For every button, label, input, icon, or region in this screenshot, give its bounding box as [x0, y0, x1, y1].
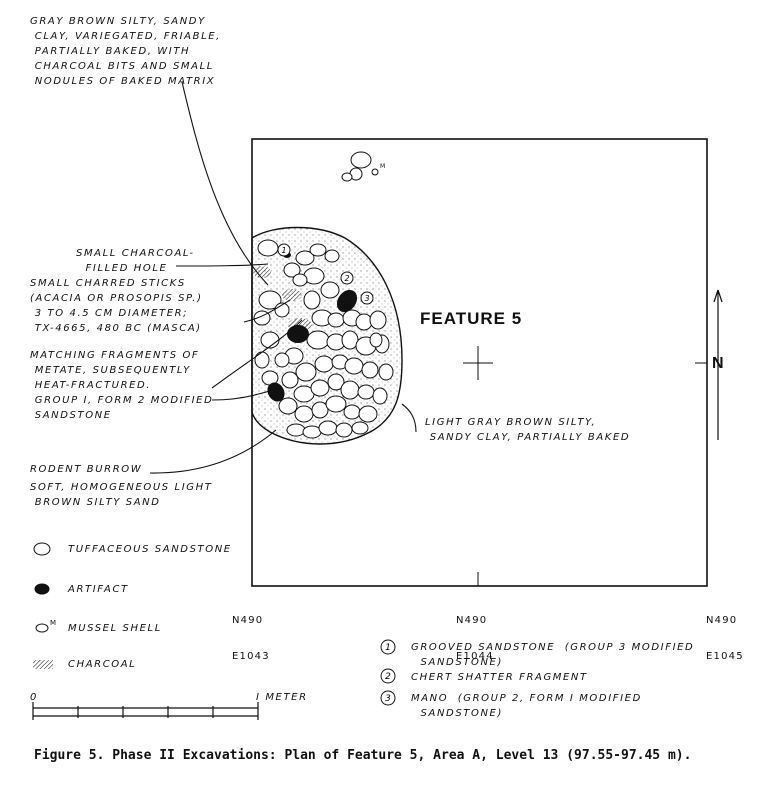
- scale-bar: [32, 702, 259, 720]
- feature-numbered-markers: 1 2 3: [277, 243, 374, 305]
- sandstone-rock: [318, 420, 338, 436]
- north-arrow: [713, 289, 723, 440]
- sandstone-rock: [327, 373, 345, 391]
- figure-caption: Figure 5. Phase II Excavations: Plan of …: [34, 748, 692, 763]
- svg-text:M: M: [380, 163, 385, 170]
- sandstone-rock: [358, 405, 378, 423]
- numbered-item-3: MANO (GROUP 2, FORM I MODIFIED SANDSTONE…: [411, 693, 642, 719]
- sandstone-rock: [274, 352, 290, 368]
- svg-text:M: M: [50, 619, 56, 627]
- svg-text:2: 2: [344, 274, 349, 283]
- annotation-fill-upper: GRAY BROWN SILTY, SANDY CLAY, VARIEGATED…: [30, 16, 221, 87]
- scale-end-label: I METER: [256, 692, 308, 703]
- sandstone-rock: [361, 361, 379, 379]
- sandstone-rock: [281, 371, 299, 389]
- svg-text:3: 3: [364, 294, 369, 303]
- sandstone-rock: [286, 423, 306, 437]
- svg-text:2: 2: [385, 672, 391, 682]
- grid-point-s-e: E1044: [456, 651, 494, 662]
- sandstone-rock: [320, 281, 340, 299]
- leader-lines: [149, 81, 417, 474]
- annotation-metate: MATCHING FRAGMENTS OF METATE, SUBSEQUENT…: [30, 350, 214, 421]
- scale-zero-label: 0: [30, 692, 38, 703]
- sandstone-rock: [258, 290, 282, 310]
- sandstone-rock: [372, 387, 388, 405]
- sandstone-rock: [306, 330, 330, 350]
- sandstone-rock: [314, 355, 334, 373]
- sandstone-rock: [343, 404, 361, 420]
- sandstone-rock: [294, 405, 314, 423]
- charcoal-patches: [253, 266, 312, 332]
- sandstone-rock: [295, 250, 315, 266]
- sandstone-rock: [325, 395, 347, 413]
- sandstone-rock: [357, 384, 375, 400]
- sandstone-rock: [335, 422, 353, 438]
- annotation-charred-sticks: SMALL CHARRED STICKS (ACACIA OR PROSOPIS…: [30, 278, 203, 334]
- numbered-item-1: GROOVED SANDSTONE (GROUP 3 MODIFIED SAND…: [411, 642, 695, 668]
- grid-point-se-e: E1045: [706, 651, 744, 662]
- annotation-burrow-fill: SOFT, HOMOGENEOUS LIGHT BROWN SILTY SAND: [30, 482, 213, 508]
- grid-point-s: N490 E1044: [456, 591, 494, 675]
- grid-point-se-n: N490: [706, 615, 738, 626]
- annotation-baked-clay: LIGHT GRAY BROWN SILTY, SANDY CLAY, PART…: [425, 417, 631, 443]
- sandstone-rock: [302, 425, 322, 439]
- sandstone-rock: [278, 397, 298, 415]
- sandstone-rock: [254, 351, 270, 369]
- sandstone-rock: [303, 290, 321, 310]
- sandstone-rock: [283, 262, 301, 278]
- sandstone-rock: [257, 239, 279, 257]
- sandstone-rock: [340, 380, 360, 400]
- sandstone-rock: [309, 243, 327, 257]
- sandstone-rock: [351, 421, 369, 435]
- legend-label-mussel: MUSSEL SHELL: [68, 623, 162, 634]
- grid-point-sw-n: N490: [232, 615, 264, 626]
- numbered-legend-circles: 1 2 3: [380, 639, 396, 706]
- sandstone-rock: [295, 362, 317, 382]
- grid-point-se: N490 E1045: [706, 591, 744, 675]
- svg-text:3: 3: [385, 694, 391, 704]
- sandstone-rock: [327, 312, 345, 328]
- sandstone-rock: [369, 332, 383, 348]
- legend-symbols: M: [33, 542, 56, 669]
- legend-label-charcoal: CHARCOAL: [68, 659, 137, 670]
- feature-title: FEATURE 5: [420, 309, 523, 328]
- svg-text:1: 1: [281, 246, 286, 255]
- sandstone-rock: [344, 357, 364, 375]
- grid-crosshair: [463, 346, 493, 380]
- sandstone-rock: [292, 273, 308, 287]
- sandstone-rocks: [253, 239, 394, 439]
- sandstone-rock: [310, 379, 330, 397]
- grid-ticks: [477, 362, 707, 586]
- grid-point-s-n: N490: [456, 615, 488, 626]
- sandstone-rock: [369, 310, 387, 330]
- grid-point-sw: N490 E1043: [232, 591, 270, 675]
- sandstone-rock: [311, 401, 329, 419]
- mussel-shell-cluster: M: [341, 151, 385, 182]
- legend-label-artifact: ARTIFACT: [68, 584, 129, 595]
- sandstone-rock: [355, 313, 373, 331]
- grid-point-sw-e: E1043: [232, 651, 270, 662]
- sandstone-rock: [378, 363, 394, 381]
- sandstone-rock: [324, 249, 340, 263]
- north-label: N: [712, 355, 724, 372]
- annotation-rodent-burrow: RODENT BURROW: [30, 464, 143, 475]
- numbered-item-2: CHERT SHATTER FRAGMENT: [411, 672, 588, 683]
- annotation-charcoal-hole: SMALL CHARCOAL- FILLED HOLE: [76, 248, 195, 274]
- svg-text:1: 1: [385, 643, 391, 653]
- legend-label-sandstone: TUFFACEOUS SANDSTONE: [68, 544, 232, 555]
